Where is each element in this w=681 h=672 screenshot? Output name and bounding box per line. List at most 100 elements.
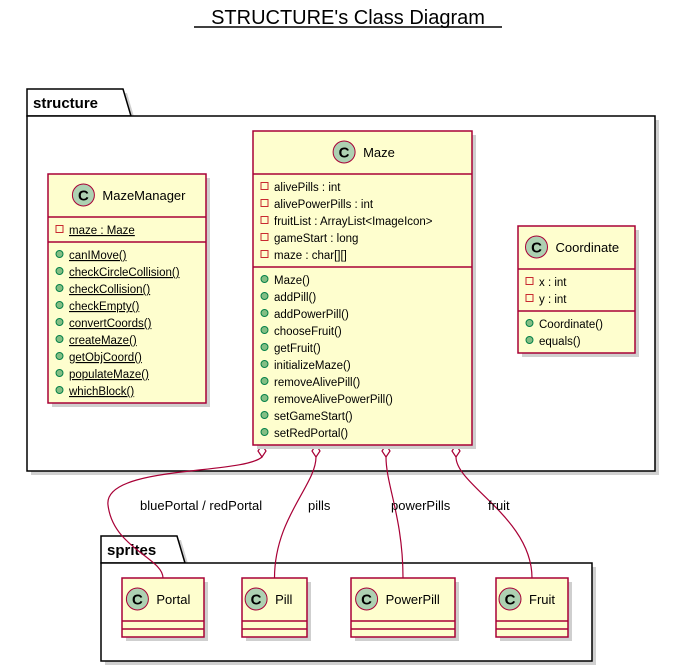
private-visibility-icon <box>260 216 269 224</box>
class-maze-method-6: removeAlivePill() <box>274 377 360 389</box>
class-maze-manager-method-6: getObjCoord() <box>69 352 142 364</box>
class-pill-name: Pill <box>275 592 292 607</box>
public-visibility-icon <box>55 335 64 343</box>
class-maze-method-8: setGameStart() <box>274 411 353 423</box>
public-visibility-icon <box>525 319 534 327</box>
class-coordinate-field-1: y : int <box>539 294 567 306</box>
relation-line <box>385 456 404 579</box>
class-maze-manager-field-0: maze : Maze <box>69 225 135 237</box>
class-coordinate-name: Coordinate <box>556 240 620 255</box>
public-visibility-icon <box>260 292 269 300</box>
public-visibility-icon <box>260 411 269 419</box>
class-badge-icon <box>125 587 149 611</box>
public-visibility-icon <box>55 352 64 360</box>
relation-label-portal: bluePortal / redPortal <box>140 498 262 513</box>
diagram-title: STRUCTURE's Class Diagram <box>211 7 485 29</box>
class-badge-icon <box>244 587 268 611</box>
relations-layer: bluePortal / redPortal pills powerPills fru… <box>107 443 533 579</box>
class-maze[interactable]: C Maze alivePills : int alivePowerPills : i… <box>252 130 476 449</box>
class-maze-manager-method-5: createMaze() <box>69 335 137 347</box>
package-structure-label: structure <box>33 95 98 112</box>
class-coordinate-badge-letter: C <box>531 240 542 257</box>
class-maze-manager-name: MazeManager <box>102 188 186 203</box>
public-visibility-icon <box>260 428 269 436</box>
public-visibility-icon <box>260 275 269 283</box>
public-visibility-icon <box>260 343 269 351</box>
private-visibility-icon <box>260 250 269 258</box>
public-visibility-icon <box>260 377 269 385</box>
public-visibility-icon <box>55 284 64 292</box>
class-maze-method-2: addPowerPill() <box>274 309 349 321</box>
class-maze-method-7: removeAlivePowerPill() <box>274 394 393 406</box>
class-fruit-badge-letter: C <box>505 592 516 609</box>
class-portal-badge-letter: C <box>132 592 143 609</box>
class-badge-icon <box>355 587 379 611</box>
public-visibility-icon <box>260 394 269 402</box>
class-maze-field-3: gameStart : long <box>274 233 358 245</box>
class-maze-method-1: addPill() <box>274 292 316 304</box>
class-maze-method-9: setRedPortal() <box>274 428 348 440</box>
class-badge-icon <box>525 235 548 259</box>
public-visibility-icon <box>55 301 64 309</box>
private-visibility-icon <box>55 225 64 233</box>
public-visibility-icon <box>260 326 269 334</box>
private-visibility-icon <box>260 199 269 207</box>
private-visibility-icon <box>525 277 534 285</box>
class-maze-box <box>252 130 473 446</box>
class-maze-manager[interactable]: C MazeManager maze : Maze canIMove() checkCi… <box>47 173 210 407</box>
private-visibility-icon <box>260 182 269 190</box>
class-maze-field-0: alivePills : int <box>274 182 341 194</box>
class-maze-name: Maze <box>363 145 395 160</box>
class-power-pill[interactable]: C PowerPill <box>350 577 459 641</box>
class-maze-manager-box <box>47 173 207 404</box>
class-fruit[interactable]: C Fruit <box>495 577 572 641</box>
class-maze-manager-method-7: populateMaze() <box>69 369 149 381</box>
public-visibility-icon <box>260 309 269 317</box>
public-visibility-icon <box>260 360 269 368</box>
public-visibility-icon <box>55 267 64 275</box>
class-power-pill-name: PowerPill <box>386 592 440 607</box>
class-pill-badge-letter: C <box>251 592 262 609</box>
class-coordinate-method-1: equals() <box>539 336 581 348</box>
class-maze-field-2: fruitList : ArrayList<ImageIcon> <box>274 216 433 228</box>
public-visibility-icon <box>525 336 534 344</box>
public-visibility-icon <box>55 369 64 377</box>
public-visibility-icon <box>55 386 64 394</box>
relation-line <box>455 456 533 579</box>
class-maze-method-0: Maze() <box>274 275 310 287</box>
relation-line <box>273 456 317 579</box>
private-visibility-icon <box>260 233 269 241</box>
class-maze-method-4: getFruit() <box>274 343 321 355</box>
relation-label-fruit: fruit <box>488 498 510 513</box>
class-power-pill-badge-letter: C <box>361 592 372 609</box>
class-maze-manager-method-1: checkCircleCollision() <box>69 267 180 279</box>
class-pill[interactable]: C Pill <box>241 577 311 641</box>
class-maze-badge-letter: C <box>339 145 350 162</box>
class-coordinate-field-0: x : int <box>539 277 567 289</box>
private-visibility-icon <box>525 294 534 302</box>
class-badge-icon <box>332 140 356 164</box>
public-visibility-icon <box>55 250 64 258</box>
class-coordinate-method-0: Coordinate() <box>539 319 603 331</box>
relation-label-power-pill: powerPills <box>391 498 451 513</box>
class-portal[interactable]: C Portal <box>121 577 208 641</box>
class-maze-manager-method-3: checkEmpty() <box>69 301 139 313</box>
relation-label-pill: pills <box>308 498 331 513</box>
relation-line <box>107 456 263 579</box>
class-maze-field-4: maze : char[][] <box>274 250 347 262</box>
class-badge-icon <box>71 183 95 207</box>
public-visibility-icon <box>55 318 64 326</box>
class-maze-manager-method-2: checkCollision() <box>69 284 150 296</box>
class-portal-name: Portal <box>156 592 190 607</box>
class-maze-manager-badge-letter: C <box>78 188 89 205</box>
class-maze-manager-method-0: canIMove() <box>69 250 127 262</box>
classes-layer: C MazeManager maze : Maze canIMove() checkCi… <box>47 130 639 641</box>
class-maze-method-5: initializeMaze() <box>274 360 351 372</box>
class-fruit-name: Fruit <box>529 592 555 607</box>
class-maze-method-3: chooseFruit() <box>274 326 342 338</box>
class-badge-icon <box>498 587 522 611</box>
class-maze-manager-method-4: convertCoords() <box>69 318 152 330</box>
class-maze-field-1: alivePowerPills : int <box>274 199 374 211</box>
